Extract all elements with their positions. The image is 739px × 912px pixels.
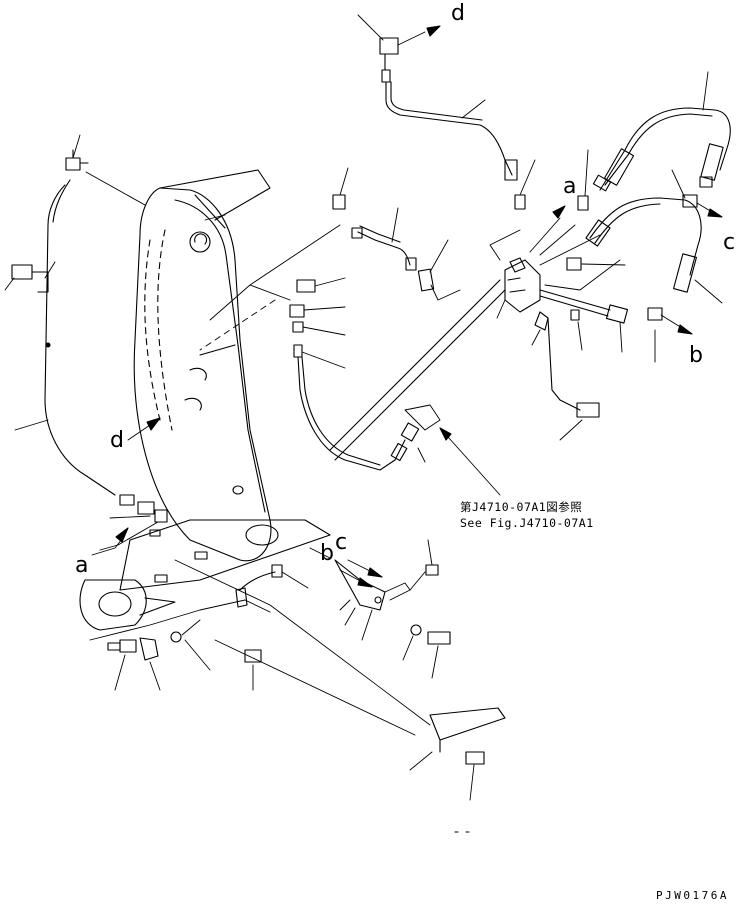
reference-note-jp: 第J4710-07A1図参照 — [460, 500, 583, 514]
callout-label-d-top: d — [451, 1, 465, 26]
right-hoses — [566, 71, 731, 363]
callout-label-a-lower: a — [75, 553, 89, 578]
center-pipes — [199, 167, 501, 496]
drawing-code: PJW0176A — [656, 889, 729, 902]
top-hose — [357, 14, 536, 210]
callout-label-c-right: c — [723, 230, 736, 255]
callout-label-d-left: d — [110, 428, 124, 453]
boom-frame — [79, 169, 331, 631]
valve-manifold — [329, 205, 629, 461]
lower-assembly — [89, 539, 506, 833]
left-hose — [4, 134, 168, 546]
callout-label-a-upper: a — [563, 174, 577, 199]
callout-label-c-center: c — [335, 530, 348, 555]
left-arrows — [91, 214, 251, 556]
callout-label-b-right: b — [689, 343, 703, 368]
callout-label-b-center: b — [320, 541, 334, 566]
reference-note-en: See Fig.J4710-07A1 — [460, 516, 594, 530]
